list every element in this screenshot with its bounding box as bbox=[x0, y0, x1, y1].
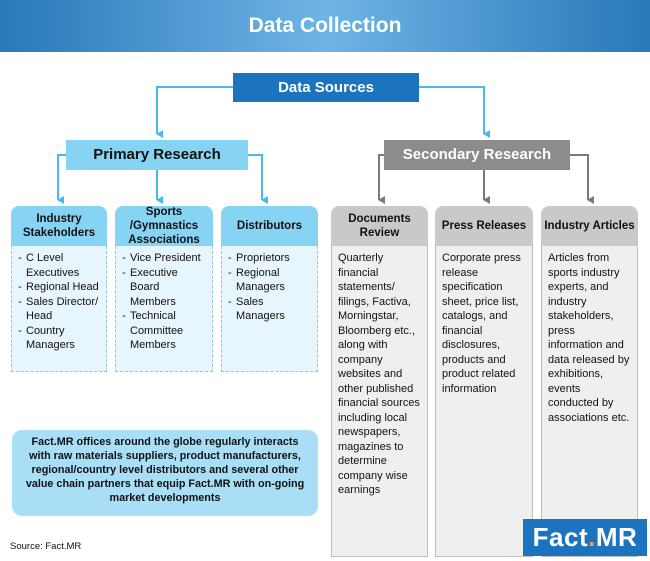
panel-body: Quarterly financial statements/ filings,… bbox=[331, 246, 428, 557]
connector-secondary-left bbox=[378, 154, 385, 204]
list-item: Vice President bbox=[122, 251, 206, 266]
page-title: Data Collection bbox=[248, 14, 402, 37]
panel-body: Vice President Executive Board Members T… bbox=[115, 246, 213, 372]
panel-body: Articles from sports industry experts, a… bbox=[541, 246, 638, 557]
panel-title: Industry Stakeholders bbox=[11, 206, 107, 246]
logo-part2: MR bbox=[595, 522, 638, 552]
panel-sports-associations: Sports /Gymnastics Associations Vice Pre… bbox=[115, 206, 213, 372]
panel-documents-review: Documents Review Quarterly financial sta… bbox=[331, 206, 428, 557]
connector-root-primary bbox=[156, 86, 233, 138]
header-banner bbox=[0, 0, 650, 52]
connector-root-secondary bbox=[419, 86, 490, 138]
panel-press-releases: Press Releases Corporate press release s… bbox=[435, 206, 533, 557]
list-item: Technical Committee Members bbox=[122, 309, 206, 353]
data-sources-box: Data Sources bbox=[233, 73, 419, 102]
panel-body: C Level Executives Regional Head Sales D… bbox=[11, 246, 107, 372]
panel-title: Documents Review bbox=[331, 206, 428, 246]
secondary-research-box: Secondary Research bbox=[384, 140, 570, 170]
connector-primary-left bbox=[57, 154, 66, 204]
panel-industry-stakeholders: Industry Stakeholders C Level Executives… bbox=[11, 206, 107, 372]
connector-secondary-right bbox=[570, 154, 594, 204]
primary-research-box: Primary Research bbox=[66, 140, 248, 170]
source-label: Source: Fact.MR bbox=[10, 541, 82, 552]
list-item: Sales Managers bbox=[228, 295, 311, 324]
logo-dot: . bbox=[588, 522, 596, 552]
list-item: C Level Executives bbox=[18, 251, 100, 280]
note-box: Fact.MR offices around the globe regular… bbox=[12, 430, 318, 516]
list-item: Executive Board Members bbox=[122, 266, 206, 310]
panel-title: Distributors bbox=[221, 206, 318, 246]
list-item: Regional Managers bbox=[228, 266, 311, 295]
list-item: Proprietors bbox=[228, 251, 311, 266]
panel-distributors: Distributors Proprietors Regional Manage… bbox=[221, 206, 318, 372]
panel-body: Proprietors Regional Managers Sales Mana… bbox=[221, 246, 318, 372]
list-item: Country Managers bbox=[18, 324, 100, 353]
connector-primary-right bbox=[248, 154, 268, 204]
logo-part1: Fact bbox=[532, 522, 589, 552]
list-item: Sales Director/ Head bbox=[18, 295, 100, 324]
panel-body: Corporate press release specification sh… bbox=[435, 246, 533, 557]
panel-industry-articles: Industry Articles Articles from sports i… bbox=[541, 206, 638, 557]
list-item: Regional Head bbox=[18, 280, 100, 295]
panel-title: Sports /Gymnastics Associations bbox=[115, 206, 213, 246]
panel-title: Press Releases bbox=[435, 206, 533, 246]
panel-title: Industry Articles bbox=[541, 206, 638, 246]
fact-mr-logo: Fact.MR bbox=[523, 519, 647, 556]
